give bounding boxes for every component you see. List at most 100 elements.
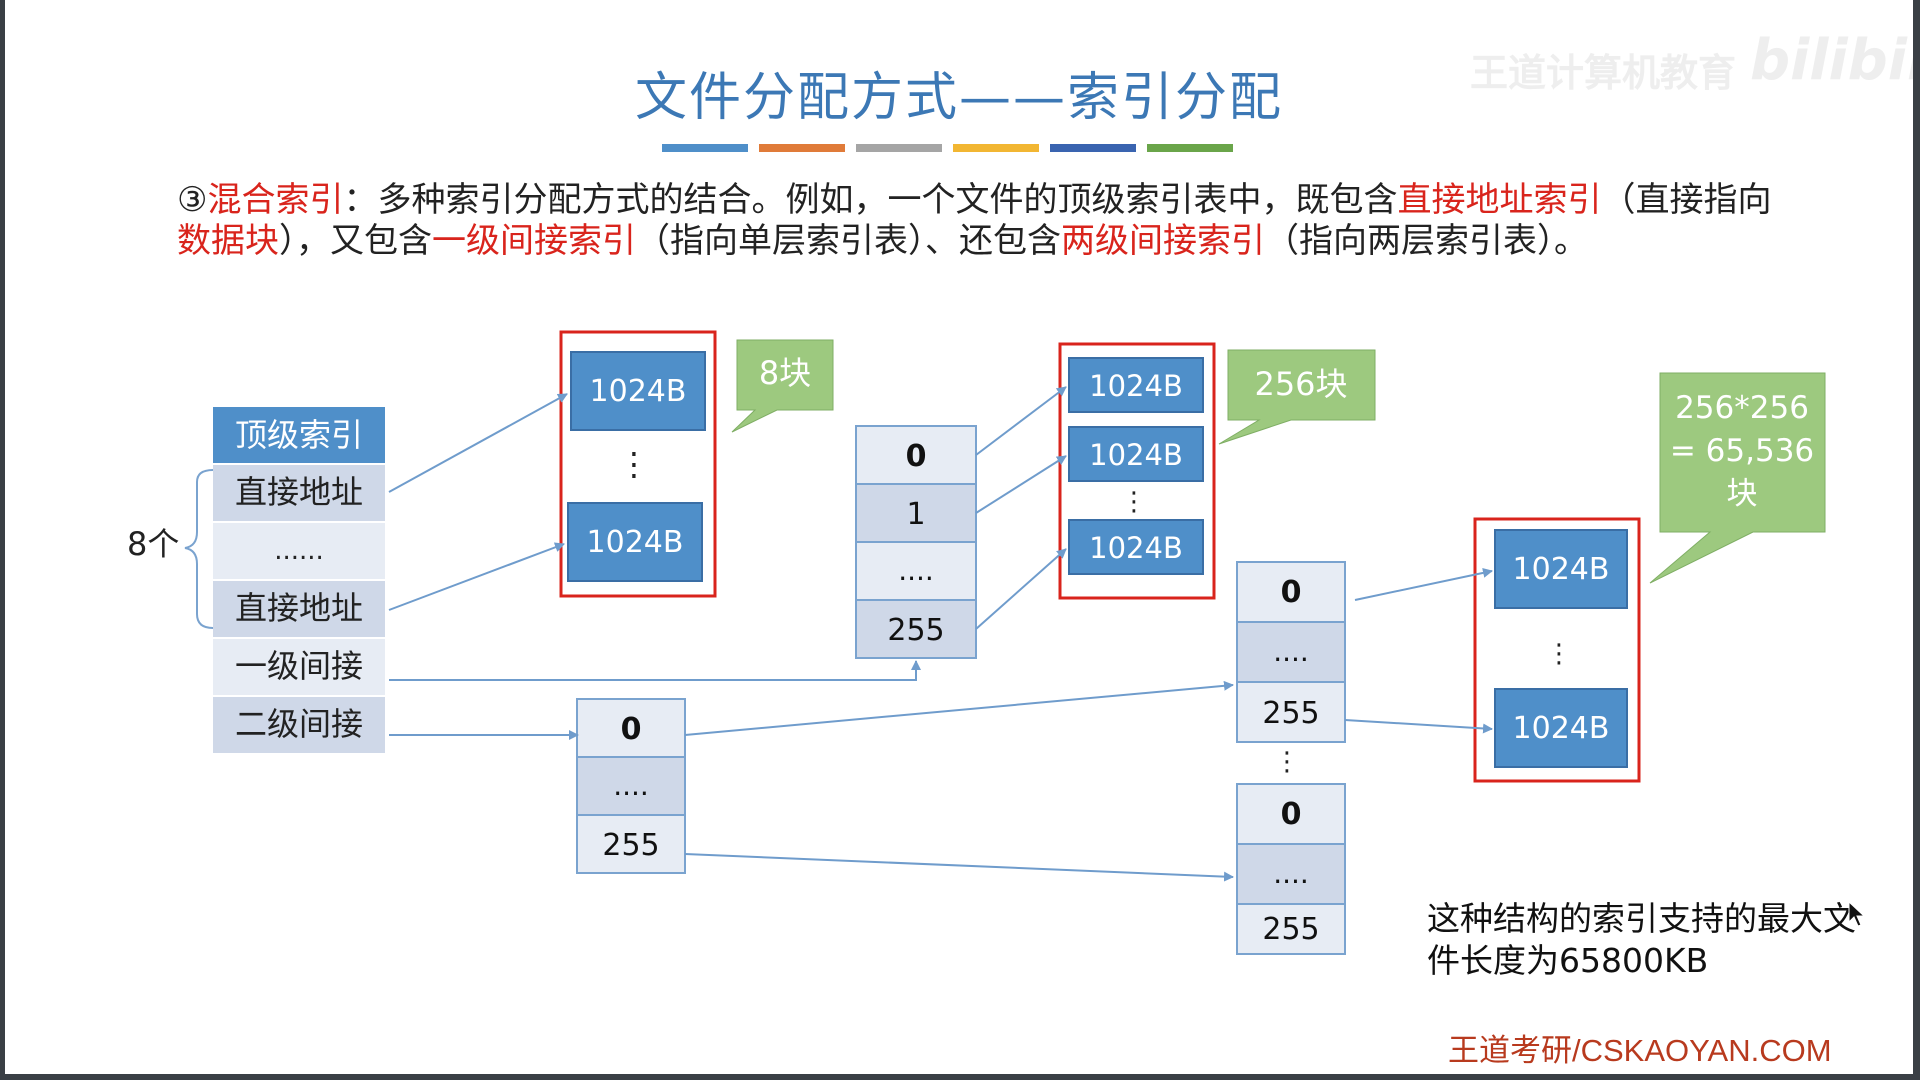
level2-second-b-cell <box>1236 783 1346 845</box>
level1-cell <box>855 483 977 543</box>
top-index-row-cell <box>213 697 385 753</box>
callout-8-blocks: 8块 <box>759 354 811 392</box>
top-index-header-cell <box>213 407 385 463</box>
watermark-text: 王道计算机教育 <box>1470 51 1737 95</box>
callout-65536-blocks-bubble <box>1649 372 1826 584</box>
arrow-level1-255 <box>975 548 1067 630</box>
level2-second-table-a: 0 .... 255 <box>1236 561 1346 743</box>
direct-block-first: 1024B <box>590 374 687 409</box>
direct-block-cell <box>567 502 703 582</box>
description-paragraph: ③混合索引：多种索引分配方式的结合。例如，一个文件的顶级索引表中，既包含直接地址… <box>177 180 1797 262</box>
top-index-row-level2: 二级间接 <box>235 705 363 743</box>
description-prefix: ③ <box>177 180 208 220</box>
level2-second-b-cell <box>1236 843 1346 905</box>
bilibili-logo: bilibili <box>1750 28 1913 93</box>
level1-block-cell <box>1068 357 1204 413</box>
slide: 王道计算机教育 bilibili 文件分配方式——索引分配 ③混合索引：多种索引… <box>5 0 1913 1074</box>
brace-mark <box>184 469 214 629</box>
direct-block-vdots: ⋮ <box>618 445 650 483</box>
top-index-row-ellipsis: ...... <box>274 536 324 566</box>
top-index-row-direct-8: 直接地址 <box>235 589 363 627</box>
level2-block-last: 1024B <box>1513 711 1610 746</box>
level1-row-ellipsis: .... <box>898 554 934 587</box>
level1-blocks-frame <box>1058 342 1216 600</box>
top-index-row-level1: 一级间接 <box>235 647 363 685</box>
direct-block-cell <box>570 351 706 431</box>
arrow-level1-0 <box>975 386 1067 456</box>
level1-cell <box>855 541 977 601</box>
arrow-direct-first <box>388 393 568 493</box>
level1-index-table: 0 1 .... 255 <box>855 425 977 659</box>
arrow-level2-first-255 <box>684 853 1234 882</box>
level2-blocks-frame <box>1473 517 1641 783</box>
level1-block-vdots: ⋮ <box>1121 487 1147 517</box>
level2-tables-vdots: ⋮ <box>1274 747 1300 777</box>
description-part-5: （指向两层索引表）。 <box>1265 221 1588 261</box>
callout-65536-line-1: 256*256 <box>1675 390 1809 426</box>
title-bar-2 <box>759 144 845 152</box>
title-bar-6 <box>1147 144 1233 152</box>
title-bar-4 <box>953 144 1039 152</box>
callout-65536-line-2: = 65,536 <box>1670 433 1814 469</box>
term-data-block: 数据块 <box>177 221 279 261</box>
arrow-level1-pointer <box>389 660 921 681</box>
direct-block-last: 1024B <box>587 525 684 560</box>
arrow-level2-second-0 <box>1354 567 1493 601</box>
level1-block-cell <box>1068 426 1204 482</box>
pointer-arrows <box>388 386 1493 882</box>
direct-blocks-frame <box>559 330 717 598</box>
term-level2-index: 两级间接索引 <box>1061 221 1265 261</box>
level1-block-255: 1024B <box>1089 531 1183 565</box>
max-file-size-note: 这种结构的索引支持的最大文件长度为65800KB <box>1427 899 1856 980</box>
arrow-direct-last <box>388 542 565 611</box>
title-bar-3 <box>856 144 942 152</box>
slide-title: 文件分配方式——索引分配 <box>634 68 1283 128</box>
top-index-table: 顶级索引 直接地址 ...... 直接地址 一级间接 二级间接 <box>213 407 385 753</box>
level2-first-row-255: 255 <box>602 828 659 863</box>
level2-first-cell <box>576 814 686 874</box>
level2-second-b-row-255: 255 <box>1262 912 1319 947</box>
title-bar-1 <box>662 144 748 152</box>
title-bar-5 <box>1050 144 1136 152</box>
callout-256-blocks: 256块 <box>1254 365 1347 403</box>
level2-second-a-row-0: 0 <box>1281 575 1302 610</box>
level2-first-row-0: 0 <box>621 712 642 747</box>
description-part-3: ），又包含 <box>279 221 432 261</box>
level2-first-cell <box>576 756 686 816</box>
level1-row-255: 255 <box>887 613 944 648</box>
mouse-cursor-icon <box>1848 900 1866 927</box>
level2-second-a-row-255: 255 <box>1262 696 1319 731</box>
level2-block-vdots: ⋮ <box>1546 639 1572 669</box>
term-direct-index: 直接地址索引 <box>1397 180 1602 220</box>
level2-second-b-cell <box>1236 903 1346 955</box>
level2-second-a-cell <box>1236 681 1346 743</box>
level1-row-0: 0 <box>906 439 927 474</box>
level2-first-row-ellipsis: .... <box>613 769 649 802</box>
level2-second-table-b: 0 .... 255 <box>1236 783 1346 955</box>
callout-256-blocks-bubble <box>1218 349 1376 445</box>
term-level1-index: 一级间接索引 <box>432 221 636 261</box>
level2-second-a-row-ellipsis: .... <box>1273 635 1309 668</box>
arrow-level2-first-0 <box>684 680 1234 736</box>
footer-brand: 王道考研/CSKAOYAN.COM <box>1448 1033 1832 1068</box>
level2-second-b-row-0: 0 <box>1281 797 1302 832</box>
index-diagram: 顶级索引 直接地址 ...... 直接地址 一级间接 二级间接 8个 1024B… <box>127 330 1826 955</box>
callout-65536-line-3: 块 <box>1727 476 1758 512</box>
level1-row-1: 1 <box>906 497 925 532</box>
top-index-row-cell <box>213 639 385 695</box>
top-index-row-cell <box>213 465 385 521</box>
description-part-2: （直接指向 <box>1601 180 1772 220</box>
top-index-row-cell <box>213 581 385 637</box>
level2-second-b-row-ellipsis: .... <box>1273 857 1309 890</box>
top-index-row-direct-1: 直接地址 <box>235 473 363 511</box>
title-color-bars <box>662 144 1242 152</box>
description-part-4: （指向单层索引表）、还包含 <box>636 221 1061 261</box>
level2-first-table: 0 .... 255 <box>576 698 686 874</box>
top-index-row-cell <box>213 523 385 579</box>
level1-block-cell <box>1068 519 1204 575</box>
callout-8-blocks-bubble <box>731 339 834 433</box>
term-hybrid-index: 混合索引 <box>207 180 344 220</box>
arrow-level1-1 <box>975 455 1067 514</box>
description-part-1: ：多种索引分配方式的结合。例如，一个文件的顶级索引表中，既包含 <box>343 180 1398 220</box>
level1-block-1: 1024B <box>1089 438 1183 472</box>
